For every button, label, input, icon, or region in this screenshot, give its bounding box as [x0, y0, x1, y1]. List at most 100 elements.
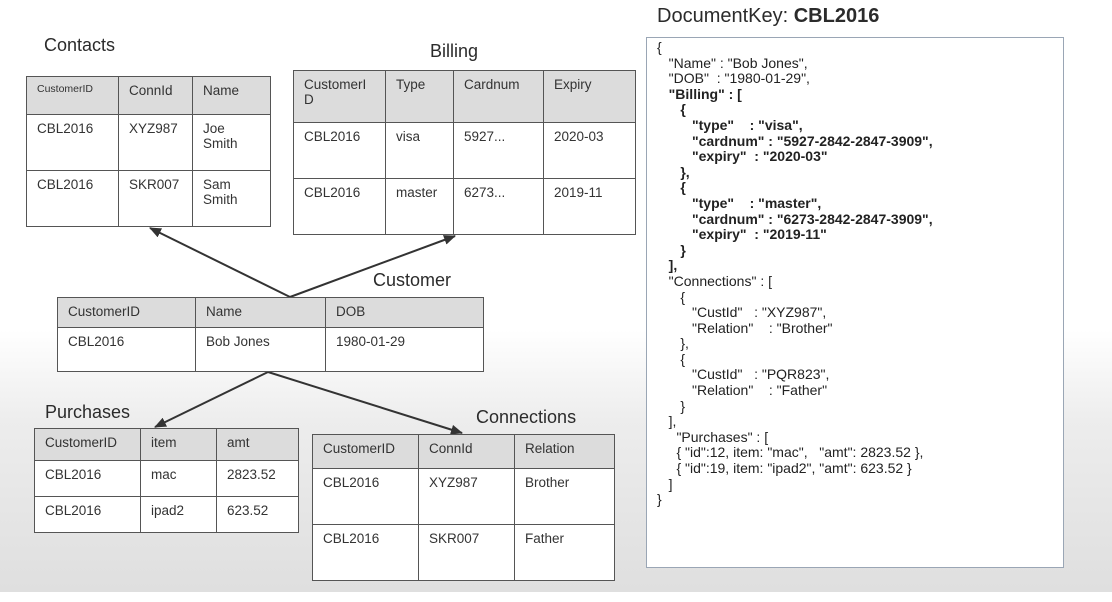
json-document-panel: { "Name" : "Bob Jones", "DOB" : "1980-01… — [646, 37, 1064, 568]
table-cell: Bob Jones — [195, 327, 326, 372]
purchases-title: Purchases — [45, 402, 131, 422]
header-cell: Cardnum — [453, 70, 544, 123]
json-line: { "id":19, item: "ipad2", "amt": 623.52 … — [657, 460, 912, 477]
json-line: "cardnum" : "5927-2842-2847-3909", — [657, 132, 933, 149]
table-cell: XYZ987 — [118, 114, 193, 171]
json-line: "type" : "master", — [657, 194, 822, 211]
json-line: { — [657, 350, 686, 367]
table-cell: 5927... — [453, 122, 544, 179]
table-row: CBL2016 visa 5927... 2020-03 — [293, 122, 636, 179]
header-cell: Name — [192, 76, 271, 115]
table-header-row: CustomerID Type Cardnum Expiry — [293, 70, 636, 123]
arrow-to-connections — [267, 371, 463, 435]
table-row: CBL2016 mac 2823.52 — [34, 460, 299, 497]
bottom-band — [0, 592, 1112, 602]
table-header-row: CustomerID ConnId Relation — [312, 434, 615, 469]
table-header-row: CustomerID item amt — [34, 428, 299, 461]
table-row: CBL2016 XYZ987 Joe Smith — [26, 114, 271, 171]
table-cell: CBL2016 — [312, 524, 419, 581]
json-line: "cardnum" : "6273-2842-2847-3909", — [657, 210, 933, 227]
table-row: CBL2016 XYZ987 Brother — [312, 468, 615, 525]
header-cell: CustomerID — [312, 434, 419, 469]
table-cell: ipad2 — [140, 496, 217, 533]
json-line: }, — [657, 163, 690, 180]
connections-title: Connections — [476, 407, 577, 427]
table-cell: CBL2016 — [312, 468, 419, 525]
table-row: CBL2016 SKR007 Father — [312, 524, 615, 581]
arrow-to-purchases — [154, 371, 269, 428]
table-cell: 2020-03 — [543, 122, 636, 179]
json-line: } — [657, 241, 686, 258]
table-cell: Brother — [514, 468, 615, 525]
table-cell: 6273... — [453, 178, 544, 235]
arrow-to-contacts — [149, 227, 291, 298]
json-line: "CustId" : "PQR823", — [657, 366, 830, 383]
table-row: CBL2016 ipad2 623.52 — [34, 496, 299, 533]
document-key-label: DocumentKey: — [657, 5, 794, 27]
document-key-value: CBL2016 — [793, 5, 880, 27]
purchases-table: CustomerID item amt CBL2016 mac 2823.52 … — [34, 428, 299, 533]
billing-title: Billing — [430, 41, 479, 61]
table-cell: XYZ987 — [418, 468, 515, 525]
json-line: "expiry" : "2019-11" — [657, 226, 827, 243]
json-line: ], — [657, 257, 678, 274]
json-line: } — [657, 397, 686, 414]
customer-table: CustomerID Name DOB CBL2016 Bob Jones 19… — [57, 297, 484, 372]
header-cell: CustomerID — [34, 428, 141, 461]
table-cell: mac — [140, 460, 217, 497]
table-header-row: CustomerID ConnId Name — [26, 76, 271, 115]
connections-table: CustomerID ConnId Relation CBL2016 XYZ98… — [312, 434, 615, 581]
document-key-title: DocumentKey: CBL2016 — [657, 5, 879, 28]
table-cell: SKR007 — [118, 170, 193, 227]
header-cell: Type — [385, 70, 454, 123]
table-cell: CBL2016 — [57, 327, 196, 372]
header-cell: ConnId — [418, 434, 515, 469]
table-row: CBL2016 master 6273... 2019-11 — [293, 178, 636, 235]
table-cell: CBL2016 — [26, 114, 119, 171]
header-cell: DOB — [325, 297, 484, 328]
json-line: "Billing" : [ — [657, 85, 742, 102]
table-cell: Sam Smith — [192, 170, 271, 227]
table-cell: CBL2016 — [34, 460, 141, 497]
json-line: }, — [657, 335, 689, 352]
contacts-table: CustomerID ConnId Name CBL2016 XYZ987 Jo… — [26, 76, 271, 227]
header-cell: ConnId — [118, 76, 193, 115]
json-line: { — [657, 39, 662, 55]
table-cell: master — [385, 178, 454, 235]
header-cell: CustomerID — [57, 297, 196, 328]
table-cell: CBL2016 — [26, 170, 119, 227]
billing-table: CustomerID Type Cardnum Expiry CBL2016 v… — [293, 70, 636, 235]
table-header-row: CustomerID Name DOB — [57, 297, 484, 328]
table-cell: CBL2016 — [293, 122, 386, 179]
json-line: ], — [657, 413, 677, 430]
table-cell: CBL2016 — [34, 496, 141, 533]
json-line: "CustId" : "XYZ987", — [657, 304, 827, 321]
json-line: "Relation" : "Brother" — [657, 319, 833, 336]
table-cell: Father — [514, 524, 615, 581]
arrow-to-billing — [289, 235, 456, 298]
json-line: { — [657, 101, 686, 118]
table-cell: 623.52 — [216, 496, 299, 533]
table-cell: 2019-11 — [543, 178, 636, 235]
json-line: "Purchases" : [ — [657, 428, 769, 445]
table-cell: SKR007 — [418, 524, 515, 581]
table-row: CBL2016 SKR007 Sam Smith — [26, 170, 271, 227]
json-line: } — [657, 491, 662, 508]
header-cell: Name — [195, 297, 326, 328]
header-cell: Relation — [514, 434, 615, 469]
json-line: { "id":12, item: "mac", "amt": 2823.52 }… — [657, 444, 924, 461]
table-cell: CBL2016 — [293, 178, 386, 235]
header-cell: Expiry — [543, 70, 636, 123]
json-line: { — [657, 179, 686, 196]
table-cell: visa — [385, 122, 454, 179]
header-cell: CustomerID — [26, 76, 119, 115]
json-line: "Relation" : "Father" — [657, 382, 828, 399]
table-cell: 1980-01-29 — [325, 327, 484, 372]
header-cell: CustomerID — [293, 70, 386, 123]
json-line: ] — [657, 475, 673, 492]
json-line: "Connections" : [ — [657, 272, 772, 289]
header-cell: item — [140, 428, 217, 461]
table-cell: 2823.52 — [216, 460, 299, 497]
header-cell: amt — [216, 428, 299, 461]
